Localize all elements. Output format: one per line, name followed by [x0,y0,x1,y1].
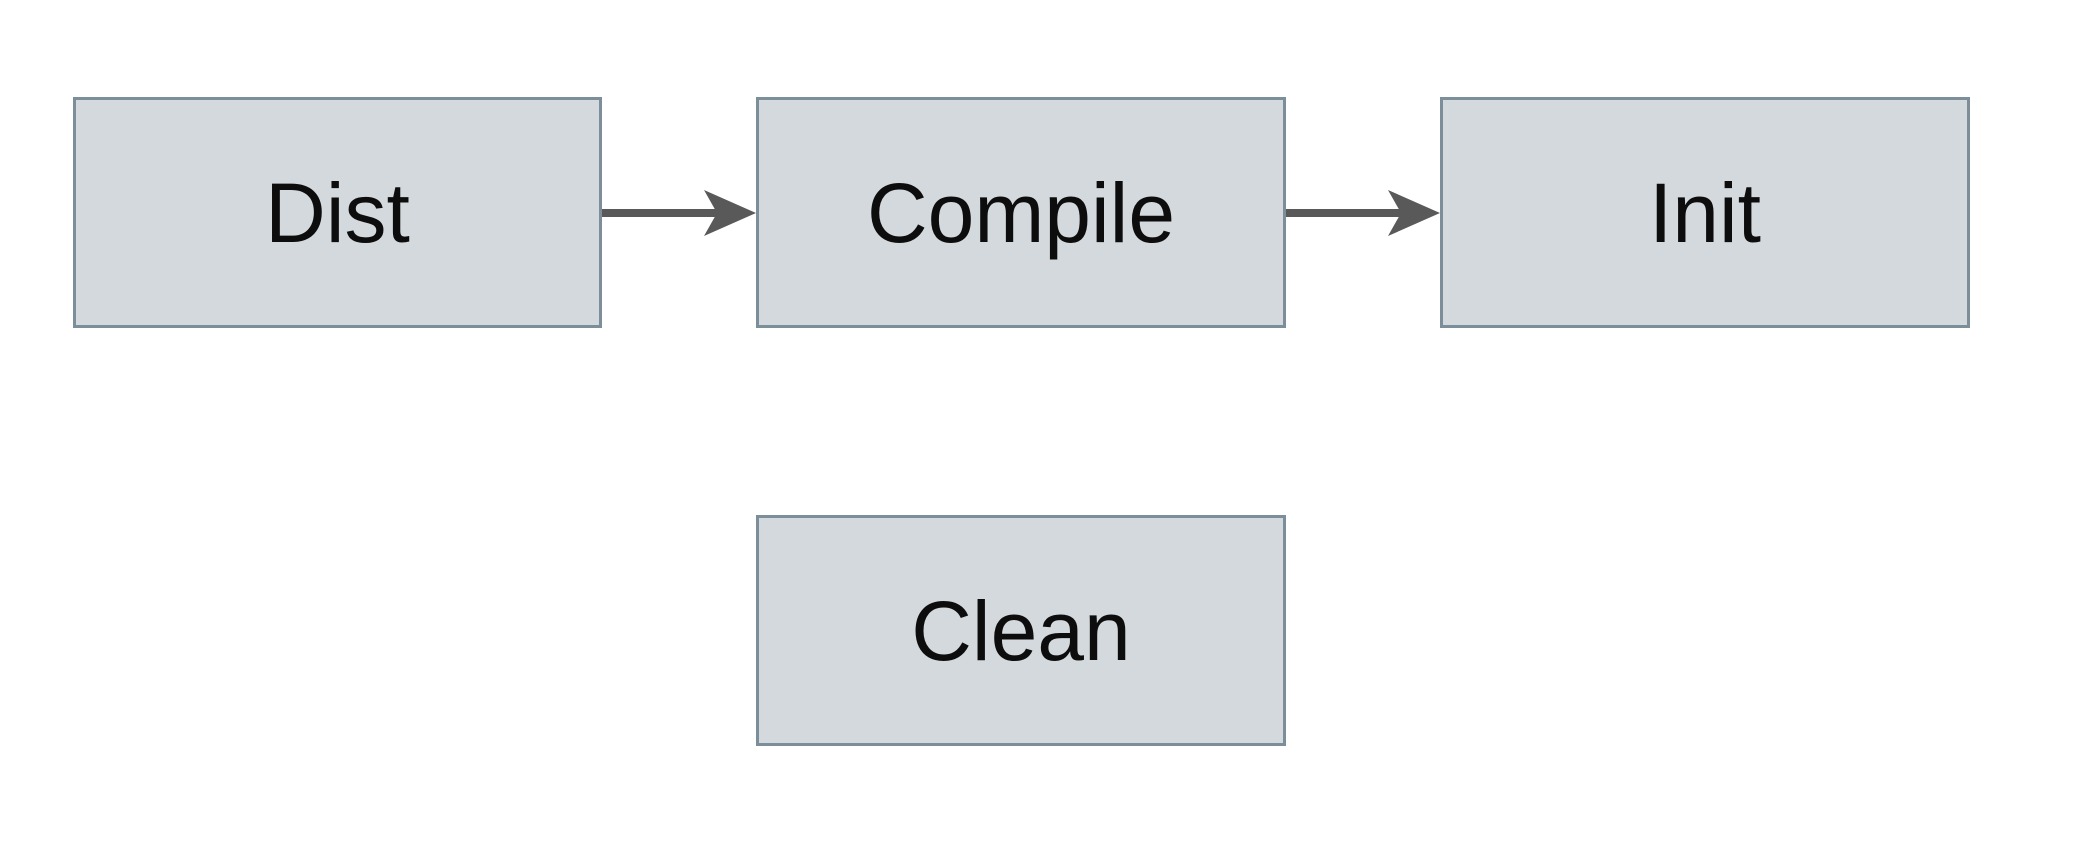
node-init-label: Init [1648,165,1762,260]
node-dist-label: Dist [265,165,410,260]
arrow-compile-to-init [1286,190,1440,236]
node-compile-label: Compile [866,165,1176,260]
node-init: Init [1440,97,1970,328]
node-compile: Compile [756,97,1286,328]
node-clean: Clean [756,515,1286,746]
node-dist: Dist [73,97,602,328]
node-clean-label: Clean [911,583,1131,678]
arrow-dist-to-compile [602,190,756,236]
